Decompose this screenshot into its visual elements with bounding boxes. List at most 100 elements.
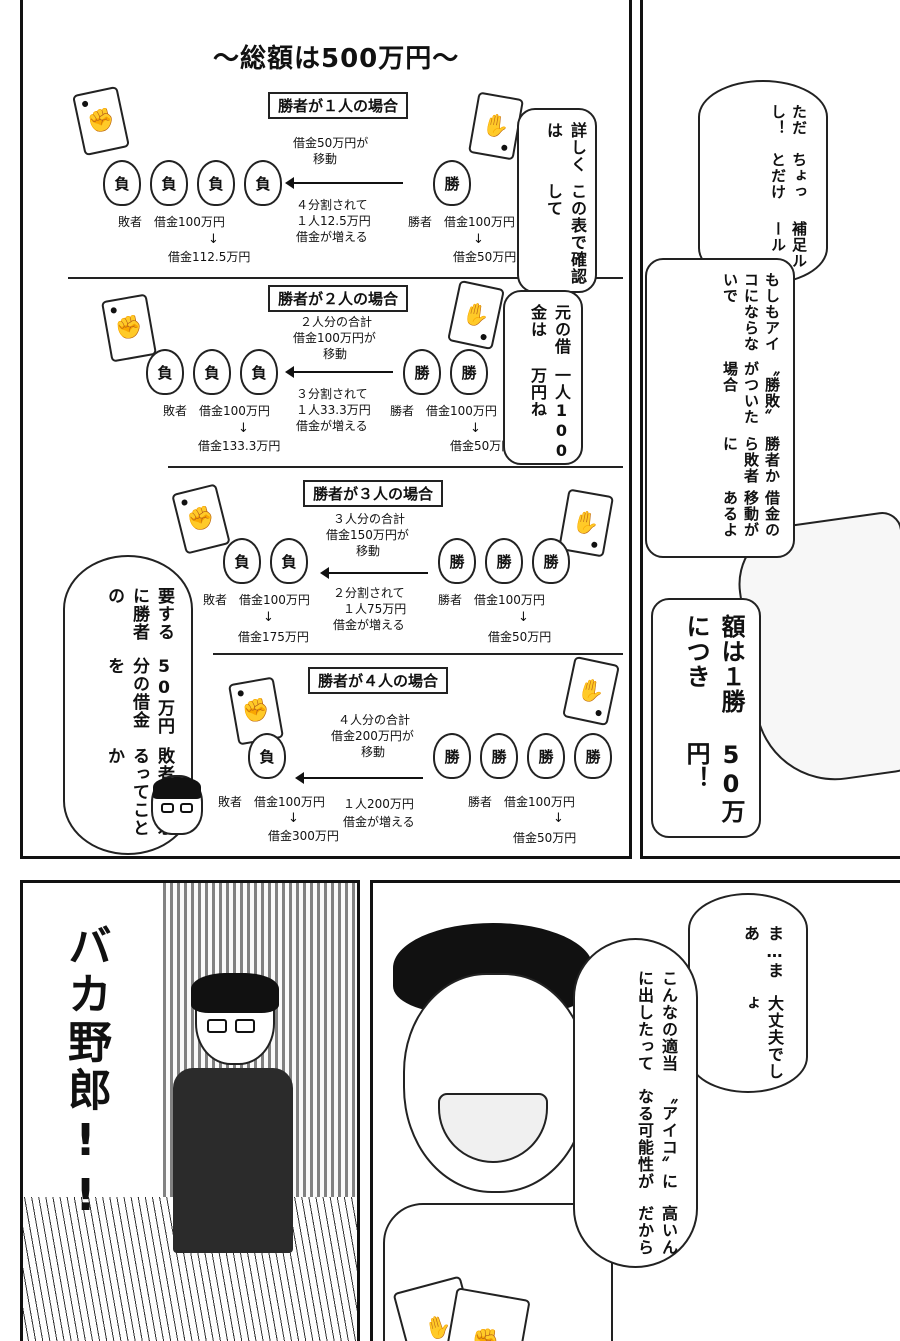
loser-head: 負 xyxy=(193,349,231,395)
rule-line-2: ちょっとだけ xyxy=(769,152,808,201)
winner-head: 勝 xyxy=(480,733,518,779)
winner-head: 勝 xyxy=(433,160,471,206)
reason-line-3: 高いんだから xyxy=(635,1205,678,1257)
section-two-winners: 勝者が２人の場合 ✊ ✋ 負 負 負 勝 勝 ２人分の合計 借金100万円が 移… xyxy=(68,277,623,462)
amount-line-2: 50万円！ xyxy=(682,740,745,824)
loser-result: 借金300万円 xyxy=(268,829,339,843)
loser-head: 負 xyxy=(197,160,235,206)
move-line-2: 〝勝敗〟がついた場合 xyxy=(721,360,781,425)
winner-head: 勝 xyxy=(574,733,612,779)
transfer-line-3: 移動 xyxy=(361,745,386,759)
transfer-line-3: 移動 xyxy=(323,347,348,361)
transfer-line-1: ４人分の合計 xyxy=(338,713,411,727)
split-line-1: １人200万円 xyxy=(343,797,414,811)
transfer-arrow xyxy=(285,366,393,378)
winner-head: 勝 xyxy=(527,733,565,779)
rule-line-3: 補足ルール xyxy=(769,221,808,270)
reassure-line-1: ま…まあ xyxy=(741,925,784,979)
reason-bubble: こんなの適当に出したって 〝アイコ〟になる可能性が 高いんだから xyxy=(573,938,698,1268)
paper-card-icon: ✋ xyxy=(467,91,525,161)
winner-head: 勝 xyxy=(438,538,476,584)
winner-head: 勝 xyxy=(532,538,570,584)
split-line-1: ４分割されて xyxy=(296,198,368,212)
amount-bubble: 額は１勝につき 50万円！ xyxy=(651,598,761,838)
detail-bubble: 詳しくは この表で確認して xyxy=(517,108,597,293)
down-arrow-icon: ↓ xyxy=(518,610,529,625)
section-label: 勝者が１人の場合 xyxy=(268,92,409,119)
loser-head: 負 xyxy=(244,160,282,206)
glasses-boy-figure xyxy=(173,973,293,1253)
winner-result: 借金50万円 xyxy=(453,250,517,264)
rock-card-icon: ✊ xyxy=(100,293,158,363)
move-line-3: 勝者から敗者に xyxy=(721,435,781,484)
paper-card-icon: ✋ xyxy=(447,279,505,351)
down-arrow-icon: ↓ xyxy=(473,232,484,247)
loser-debt: 敗者 借金100万円 xyxy=(218,795,325,809)
transfer-line-3: 移動 xyxy=(356,544,381,558)
transfer-line-1: ２人分の合計 xyxy=(300,315,373,329)
summary-line-2: 50万円分の借金を xyxy=(104,656,174,735)
debt-move-bubble: もしもアイコにならないで 〝勝敗〟がついた場合 勝者から敗者に 借金の移動がある… xyxy=(645,258,795,558)
loser-result: 借金112.5万円 xyxy=(168,250,251,264)
rock-card-icon: ✊ xyxy=(72,85,130,157)
character-face-icon xyxy=(151,775,203,835)
transfer-arrow xyxy=(320,567,428,579)
original-line-1: 元の借金は xyxy=(528,304,571,355)
loser-head: 負 xyxy=(240,349,278,395)
rule-intro-bubble: ただし！ ちょっとだけ 補足ルール xyxy=(698,80,828,285)
split-line-1: ３分割されて xyxy=(296,387,368,401)
reason-line-2: 〝アイコ〟になる可能性が xyxy=(635,1087,678,1190)
loser-head: 負 xyxy=(270,538,308,584)
transfer-line-2: 借金100万円が xyxy=(293,331,376,345)
loser-result: 借金175万円 xyxy=(238,630,309,644)
winner-result: 借金50万円 xyxy=(488,630,552,644)
split-line-2: 借金が増える xyxy=(343,815,415,829)
split-line-3: 借金が増える xyxy=(296,230,368,244)
loser-debt: 敗者 借金100万円 xyxy=(203,593,310,607)
loser-head: 負 xyxy=(223,538,261,584)
down-arrow-icon: ↓ xyxy=(263,610,274,625)
reassure-line-2: 大丈夫でしょ xyxy=(741,995,784,1081)
paper-card-icon: ✋ xyxy=(562,655,620,727)
loser-head: 負 xyxy=(150,160,188,206)
reason-line-1: こんなの適当に出したって xyxy=(635,970,678,1072)
transfer-line-2: 借金200万円が xyxy=(331,729,414,743)
original-debt-bubble: 元の借金は 一人100万円ね xyxy=(503,290,583,465)
down-arrow-icon: ↓ xyxy=(238,421,249,436)
winner-head: 勝 xyxy=(485,538,523,584)
loser-debt: 敗者 借金100万円 xyxy=(163,404,270,418)
detail-line-1: 詳しくは xyxy=(544,122,587,173)
transfer-arrow xyxy=(285,177,403,189)
split-line-2: １人33.3万円 xyxy=(296,403,371,417)
winner-debt: 勝者 借金100万円 xyxy=(438,593,545,607)
transfer-line-2: 借金150万円が xyxy=(326,528,409,542)
down-arrow-icon: ↓ xyxy=(470,421,481,436)
amount-line-1: 額は１勝につき xyxy=(682,614,745,714)
section-one-winner: 勝者が１人の場合 ✊ ✋ 負 負 負 負 勝 借金50万円が 移動 ４分割されて… xyxy=(68,85,623,275)
rules-right-panel: ただし！ ちょっとだけ 補足ルール もしもアイコにならないで 〝勝敗〟がついた場… xyxy=(640,0,900,859)
rule-line-1: ただし！ xyxy=(769,104,808,136)
down-arrow-icon: ↓ xyxy=(288,811,299,826)
transfer-line-1: 借金50万円が xyxy=(293,136,369,150)
rules-table-panel: 〜総額は500万円〜 勝者が１人の場合 ✊ ✋ 負 負 負 負 勝 借金50万円… xyxy=(20,0,632,859)
shout-text: バカ野郎!! xyxy=(60,923,111,1225)
laughing-boy-panel: ✋ ✊ ま…まあ 大丈夫でしょ こんなの適当に出したって 〝アイコ〟になる可能性… xyxy=(370,880,900,1341)
winner-debt: 勝者 借金100万円 xyxy=(468,795,575,809)
section-label: 勝者が２人の場合 xyxy=(268,285,409,312)
winner-result: 借金50万円 xyxy=(513,831,577,845)
section-four-winners: 勝者が４人の場合 ✊ ✋ 負 勝 勝 勝 勝 ４人分の合計 借金200万円が 移… xyxy=(213,653,623,853)
transfer-arrow xyxy=(295,772,423,784)
winner-result: 借金50万円 xyxy=(450,439,514,453)
winner-head: 勝 xyxy=(433,733,471,779)
table-title: 〜総額は500万円〜 xyxy=(213,44,460,74)
detail-line-2: この表で確認して xyxy=(544,182,587,285)
angry-character-panel: バカ野郎!! xyxy=(20,880,360,1341)
loser-head: 負 xyxy=(248,733,286,779)
down-arrow-icon: ↓ xyxy=(553,811,564,826)
summary-line-1: 要するに勝者の xyxy=(104,587,174,641)
section-label: 勝者が３人の場合 xyxy=(303,480,444,507)
reassure-bubble: ま…まあ 大丈夫でしょ xyxy=(688,893,808,1093)
move-line-4: 借金の移動があるよ xyxy=(721,489,781,538)
winner-debt: 勝者 借金100万円 xyxy=(390,404,497,418)
loser-result: 借金133.3万円 xyxy=(198,439,281,453)
